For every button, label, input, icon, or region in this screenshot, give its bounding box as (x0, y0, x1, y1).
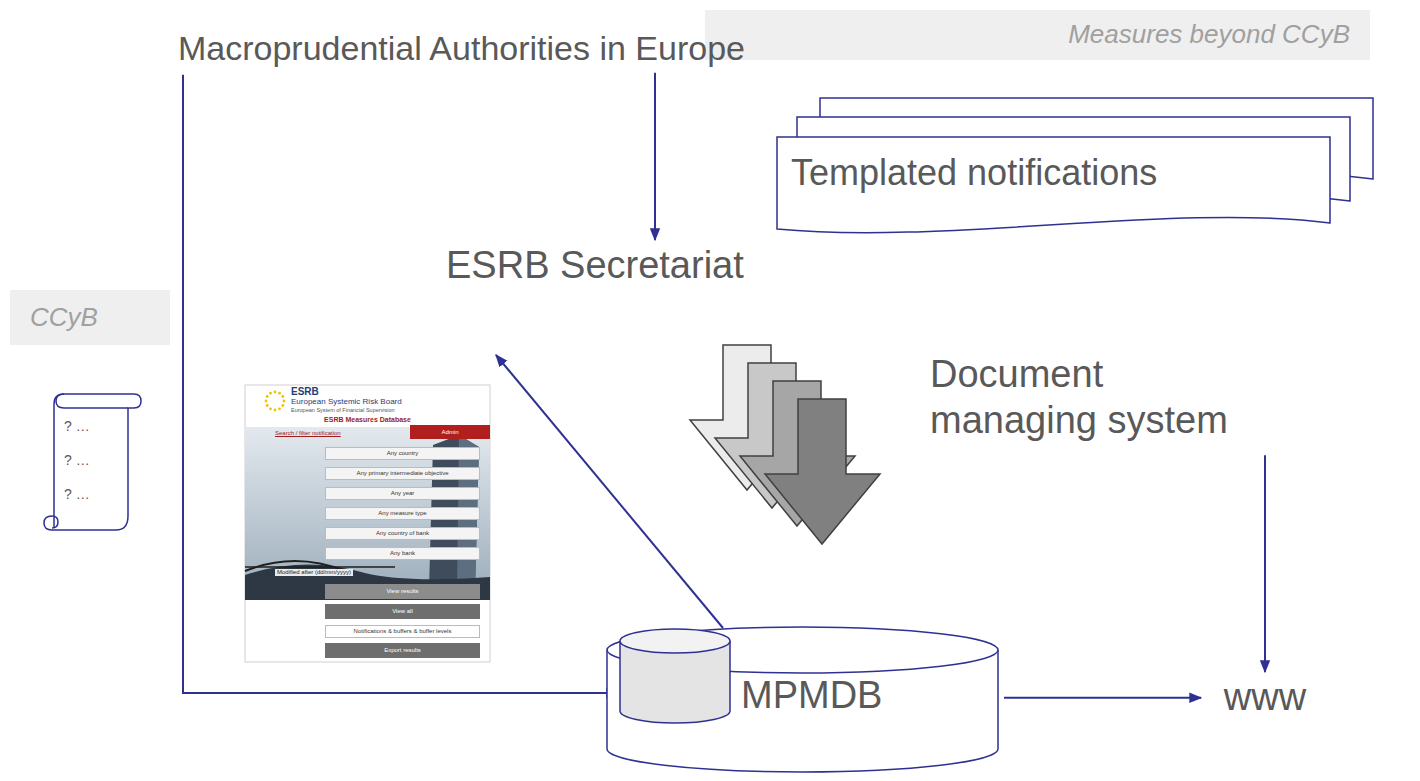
screen-text: Admin (410, 425, 490, 439)
screen-text: Any country (325, 447, 480, 460)
flow-arrow (1004, 697, 1201, 699)
text-label: Macroprudential Authorities in Europe (178, 28, 745, 69)
question-line: ? … (64, 486, 90, 502)
text-label: www (1205, 675, 1325, 721)
logo-stars (265, 391, 286, 412)
screen-text: European Systemic Risk Board (291, 397, 402, 406)
screenshot-picture (245, 385, 490, 662)
note-label: CCyB (30, 302, 98, 333)
flow-arrow (654, 73, 656, 240)
database-label: MPMDB (741, 673, 882, 719)
drawing-part (278, 392, 281, 395)
drawing-part (266, 404, 269, 407)
node-docs: Templated notifications (775, 95, 1375, 240)
inner-cylinder-top (620, 629, 730, 653)
node-plain: www (1205, 675, 1325, 721)
screen-text: Any measure type (325, 507, 480, 520)
node-grey: CCyB (10, 290, 170, 345)
node-screen: ESRBEuropean Systemic Risk BoardEuropean… (245, 385, 490, 662)
node-plain: Macroprudential Authorities in Europe (178, 28, 745, 69)
drawing-part (278, 407, 281, 410)
document-label: Templated notifications (791, 151, 1157, 194)
node-plain: Document managing system (930, 352, 1260, 443)
screen-text: Search / filter notification (275, 430, 341, 437)
stacked-arrows (690, 345, 880, 544)
document-sheet (777, 137, 1330, 233)
screen-text: Any bank (325, 547, 480, 560)
screen-text: Any year (325, 487, 480, 500)
text-label: Document managing system (930, 352, 1260, 443)
drawing-part (283, 400, 286, 403)
drawing-part (281, 404, 284, 407)
scroll-shape (42, 388, 142, 533)
drawing-part (265, 400, 268, 403)
screen-text: Any primary intermediate objective (325, 467, 480, 480)
scroll-outline (44, 394, 141, 530)
screen-text: View all (325, 604, 480, 619)
screen-text: European System of Financial Supervision (291, 407, 395, 413)
drawing-part (274, 409, 277, 412)
text-label: ESRB Secretariat (446, 243, 744, 289)
scroll-curl (56, 394, 128, 408)
block-arrow (765, 399, 880, 544)
node-cyl: MPMDB (605, 625, 1000, 775)
screen-text: Modified after (dd/mm/yyyy) (275, 569, 353, 576)
flow-arrow (1264, 455, 1266, 672)
node-grey: Measures beyond CCyB (705, 10, 1370, 60)
node-plain: ESRB Secretariat (446, 243, 744, 289)
screen-text: View results (325, 584, 480, 599)
flow-arrow (496, 355, 723, 628)
node-scroll: ? … ? … ? … (42, 388, 142, 533)
question-line: ? … (64, 452, 90, 468)
drawing-part (281, 395, 284, 398)
drawing-part (274, 391, 277, 394)
drawing-part (269, 407, 272, 410)
note-label: Measures beyond CCyB (1068, 19, 1350, 50)
photo-sky (245, 427, 490, 600)
screen-text: Notifications & buffers & buffer levels (325, 625, 480, 638)
question-line: ? … (64, 418, 90, 434)
river-bank (245, 564, 490, 600)
screen-text: Export results (325, 643, 480, 658)
drawing-part (266, 395, 269, 398)
bridge-deck (245, 566, 395, 568)
screen-text: Any country of bank (325, 527, 480, 540)
screenshot-frame (245, 385, 490, 662)
flow-arrow (183, 75, 618, 693)
screen-text: ESRB Measures Database (245, 416, 490, 424)
drawing-part (269, 392, 272, 395)
screen-text: ESRB (291, 386, 319, 398)
